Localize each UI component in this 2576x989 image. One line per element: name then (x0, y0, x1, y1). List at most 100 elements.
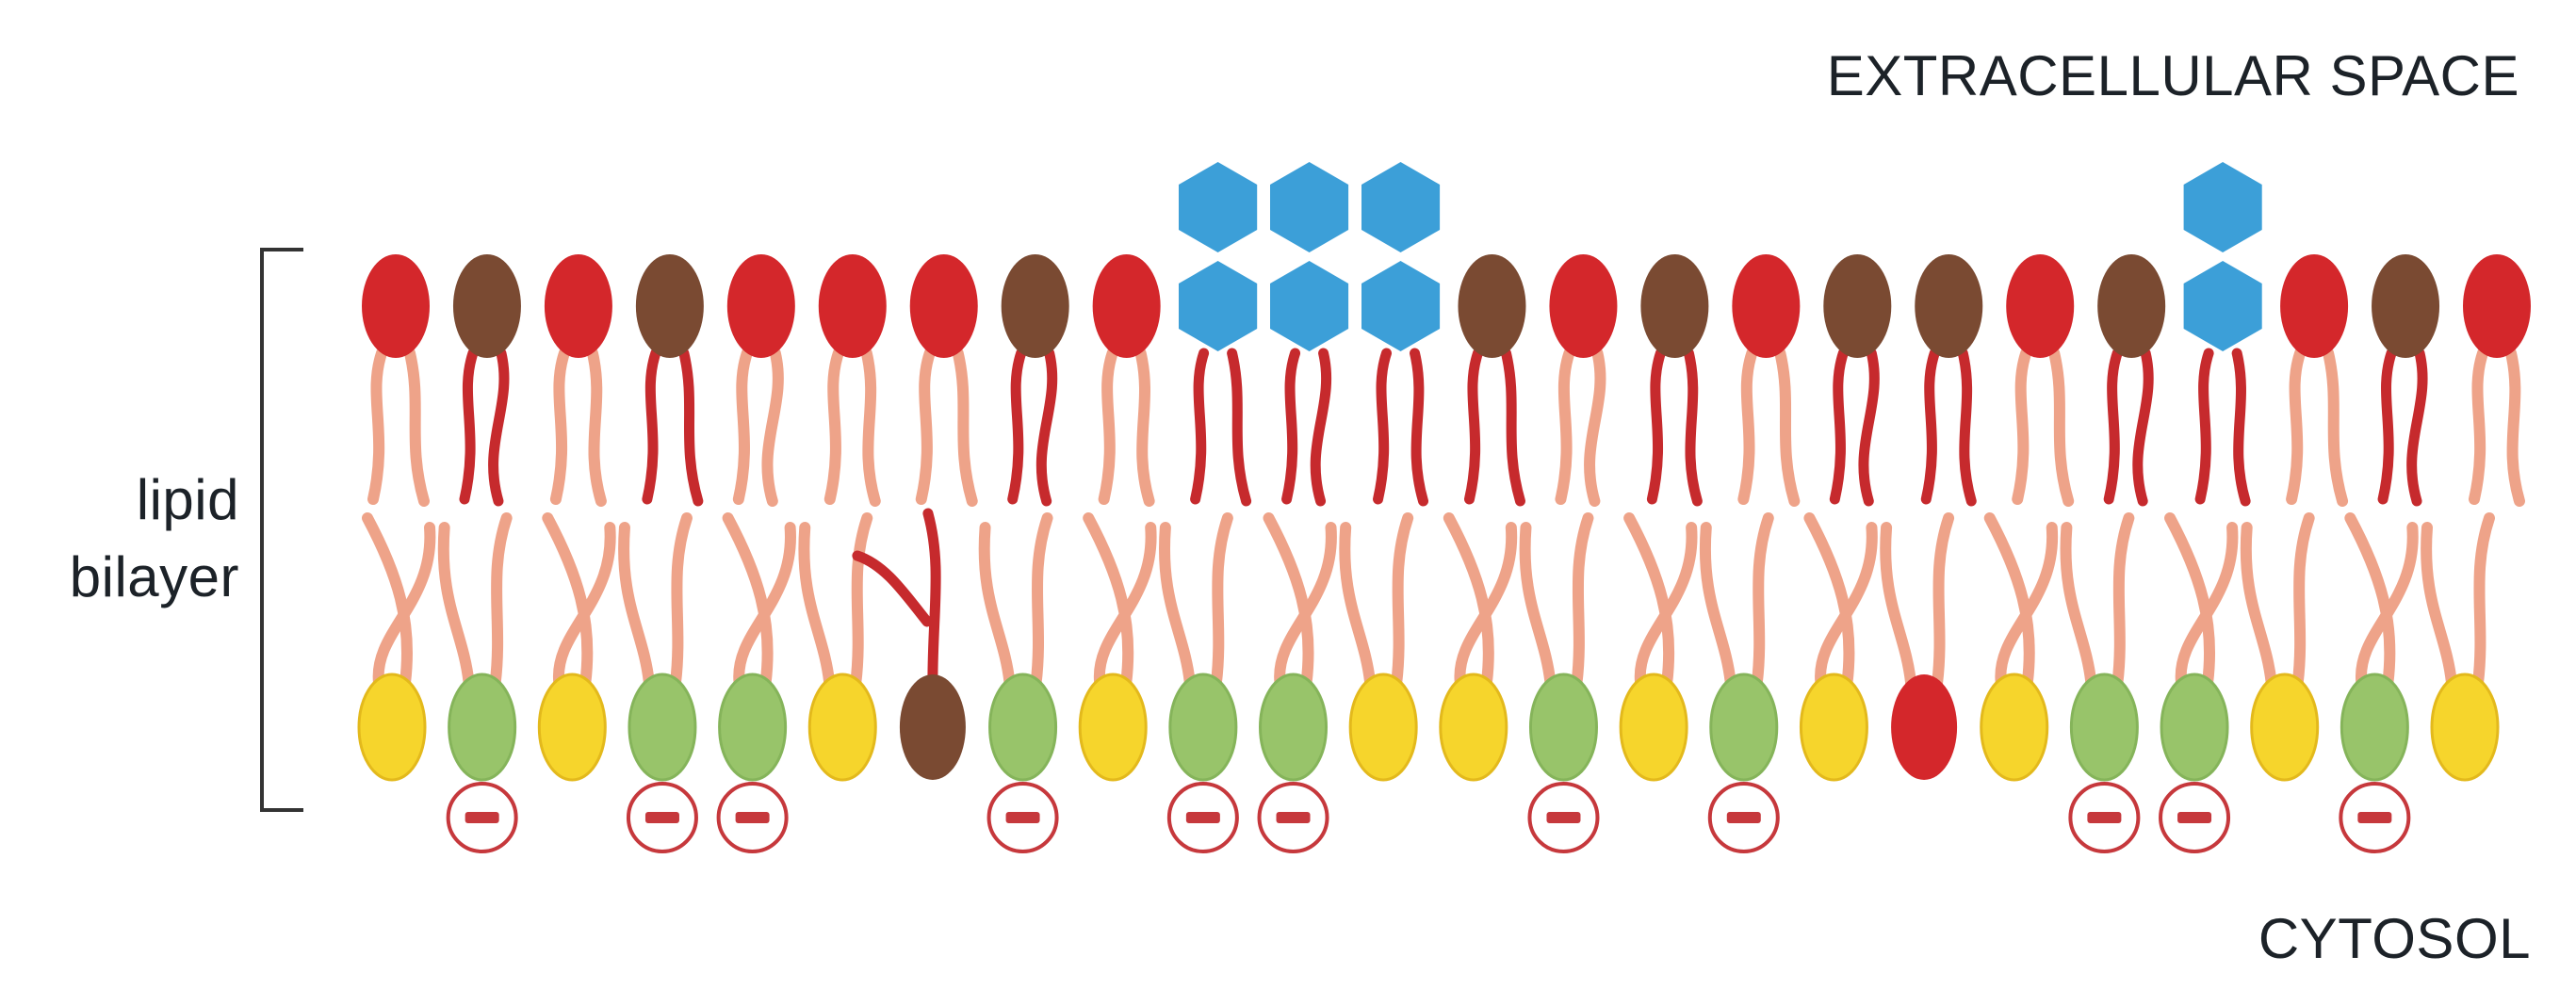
inner-tail (362, 512, 413, 689)
inner-tail (489, 512, 513, 689)
outer-lipid-head (635, 254, 704, 358)
outer-lipid-head (2280, 254, 2349, 358)
inner-tail (2164, 512, 2216, 689)
outer-leaflet-heads (362, 254, 2531, 358)
inner-leaflet-heads (357, 673, 2500, 782)
outer-tail (1373, 348, 1393, 505)
outer-lipid-head (818, 254, 887, 358)
outer-lipid-head (1732, 254, 1801, 358)
outer-tail (2132, 348, 2154, 507)
inner-tail (1519, 522, 1557, 689)
minus-circle-icon (1166, 782, 1239, 853)
outer-tail (2231, 348, 2251, 507)
negative-charges (446, 782, 2411, 853)
outer-tail (2469, 348, 2488, 505)
inner-tail (2291, 512, 2315, 689)
inner-lipid-head (1980, 673, 2049, 782)
outer-tail (1227, 348, 1252, 507)
lipid-label-line2: bilayer (69, 545, 239, 608)
extracellular-space-label: EXTRACELLULAR SPACE (1826, 44, 2519, 107)
sugar-hexagon-icon (2183, 162, 2262, 252)
inner-lipid-head (628, 673, 697, 782)
inner-tail (1443, 512, 1494, 689)
outer-tail (2286, 348, 2307, 505)
inner-tail (2111, 512, 2135, 689)
charge-minus-bar (465, 812, 499, 823)
inner-leaflet-tails (362, 508, 2495, 689)
inner-lipid-head (2340, 673, 2409, 782)
outer-tail (1134, 348, 1155, 507)
outer-tail (1281, 348, 1301, 505)
charge-minus-bar (2087, 812, 2122, 823)
outer-lipid-head (1823, 254, 1892, 358)
inner-tail (1751, 512, 1774, 689)
outer-lipid-head (1640, 254, 1709, 358)
inner-tail (722, 512, 774, 689)
outer-lipid-head (726, 254, 795, 358)
outer-tail (459, 348, 479, 505)
charge-minus-bar (1276, 812, 1311, 823)
outer-tail (678, 348, 704, 507)
inner-lipid-head (1348, 673, 1418, 782)
outer-tail (1463, 348, 1483, 505)
outer-lipid-head (2006, 254, 2075, 358)
inner-tail (978, 522, 1016, 689)
inner-lipid-head (988, 673, 1058, 782)
charge-minus-bar (2357, 812, 2392, 823)
outer-tail (952, 348, 978, 507)
outer-lipid-head (2463, 254, 2531, 358)
cytosol-label: CYTOSOL (2258, 907, 2531, 970)
lipid-bilayer-label: lipid bilayer (23, 462, 239, 616)
inner-tail (1339, 522, 1377, 689)
inner-tail (669, 512, 693, 689)
outer-tail (1957, 348, 1977, 507)
outer-lipid-head (1458, 254, 1526, 358)
inner-lipid-head (2430, 673, 2500, 782)
inner-tail (852, 550, 933, 627)
outer-lipid-head (1549, 254, 1618, 358)
outer-tail (2323, 348, 2349, 507)
inner-tail (1623, 512, 1675, 689)
sugar-hexagon-icon (1270, 261, 1349, 351)
outer-tail (488, 348, 510, 507)
inner-tail (1159, 522, 1196, 689)
bracket-line (260, 248, 303, 812)
outer-lipid-head (2372, 254, 2440, 358)
outer-tail (1555, 348, 1575, 505)
bilayer-bracket (260, 248, 303, 812)
inner-tail (2472, 512, 2495, 689)
outer-tail (1584, 348, 1606, 507)
inner-tail (618, 522, 655, 689)
inner-tail (437, 522, 475, 689)
inner-tail (1263, 512, 1314, 689)
outer-tail (1858, 348, 1880, 507)
inner-lipid-head (1078, 673, 1148, 782)
inner-lipid-head (1168, 673, 1238, 782)
minus-circle-icon (446, 782, 518, 853)
outer-lipid-head (2097, 254, 2166, 358)
charge-minus-bar (735, 812, 770, 823)
inner-tail (542, 512, 594, 689)
outer-tail (404, 348, 430, 507)
outer-tail (1646, 348, 1666, 505)
outer-tail (915, 348, 936, 505)
outer-tail (2406, 348, 2428, 507)
outer-tail (2377, 348, 2397, 505)
inner-lipid-head (537, 673, 607, 782)
minus-circle-icon (1707, 782, 1780, 853)
minus-circle-icon (626, 782, 698, 853)
outer-lipid-head (1915, 254, 1983, 358)
inner-lipid-head (2160, 673, 2229, 782)
charge-minus-bar (1005, 812, 1040, 823)
minus-circle-icon (2159, 782, 2231, 853)
outer-tail (2048, 348, 2075, 507)
outer-tail (2103, 348, 2123, 505)
inner-lipid-head (1799, 673, 1868, 782)
inner-lipid-head (899, 674, 966, 780)
inner-lipid-head (2069, 673, 2139, 782)
inner-lipid-head (718, 673, 788, 782)
inner-tail (2421, 522, 2457, 689)
charge-minus-bar (644, 812, 679, 823)
outer-tail (1098, 348, 1118, 505)
